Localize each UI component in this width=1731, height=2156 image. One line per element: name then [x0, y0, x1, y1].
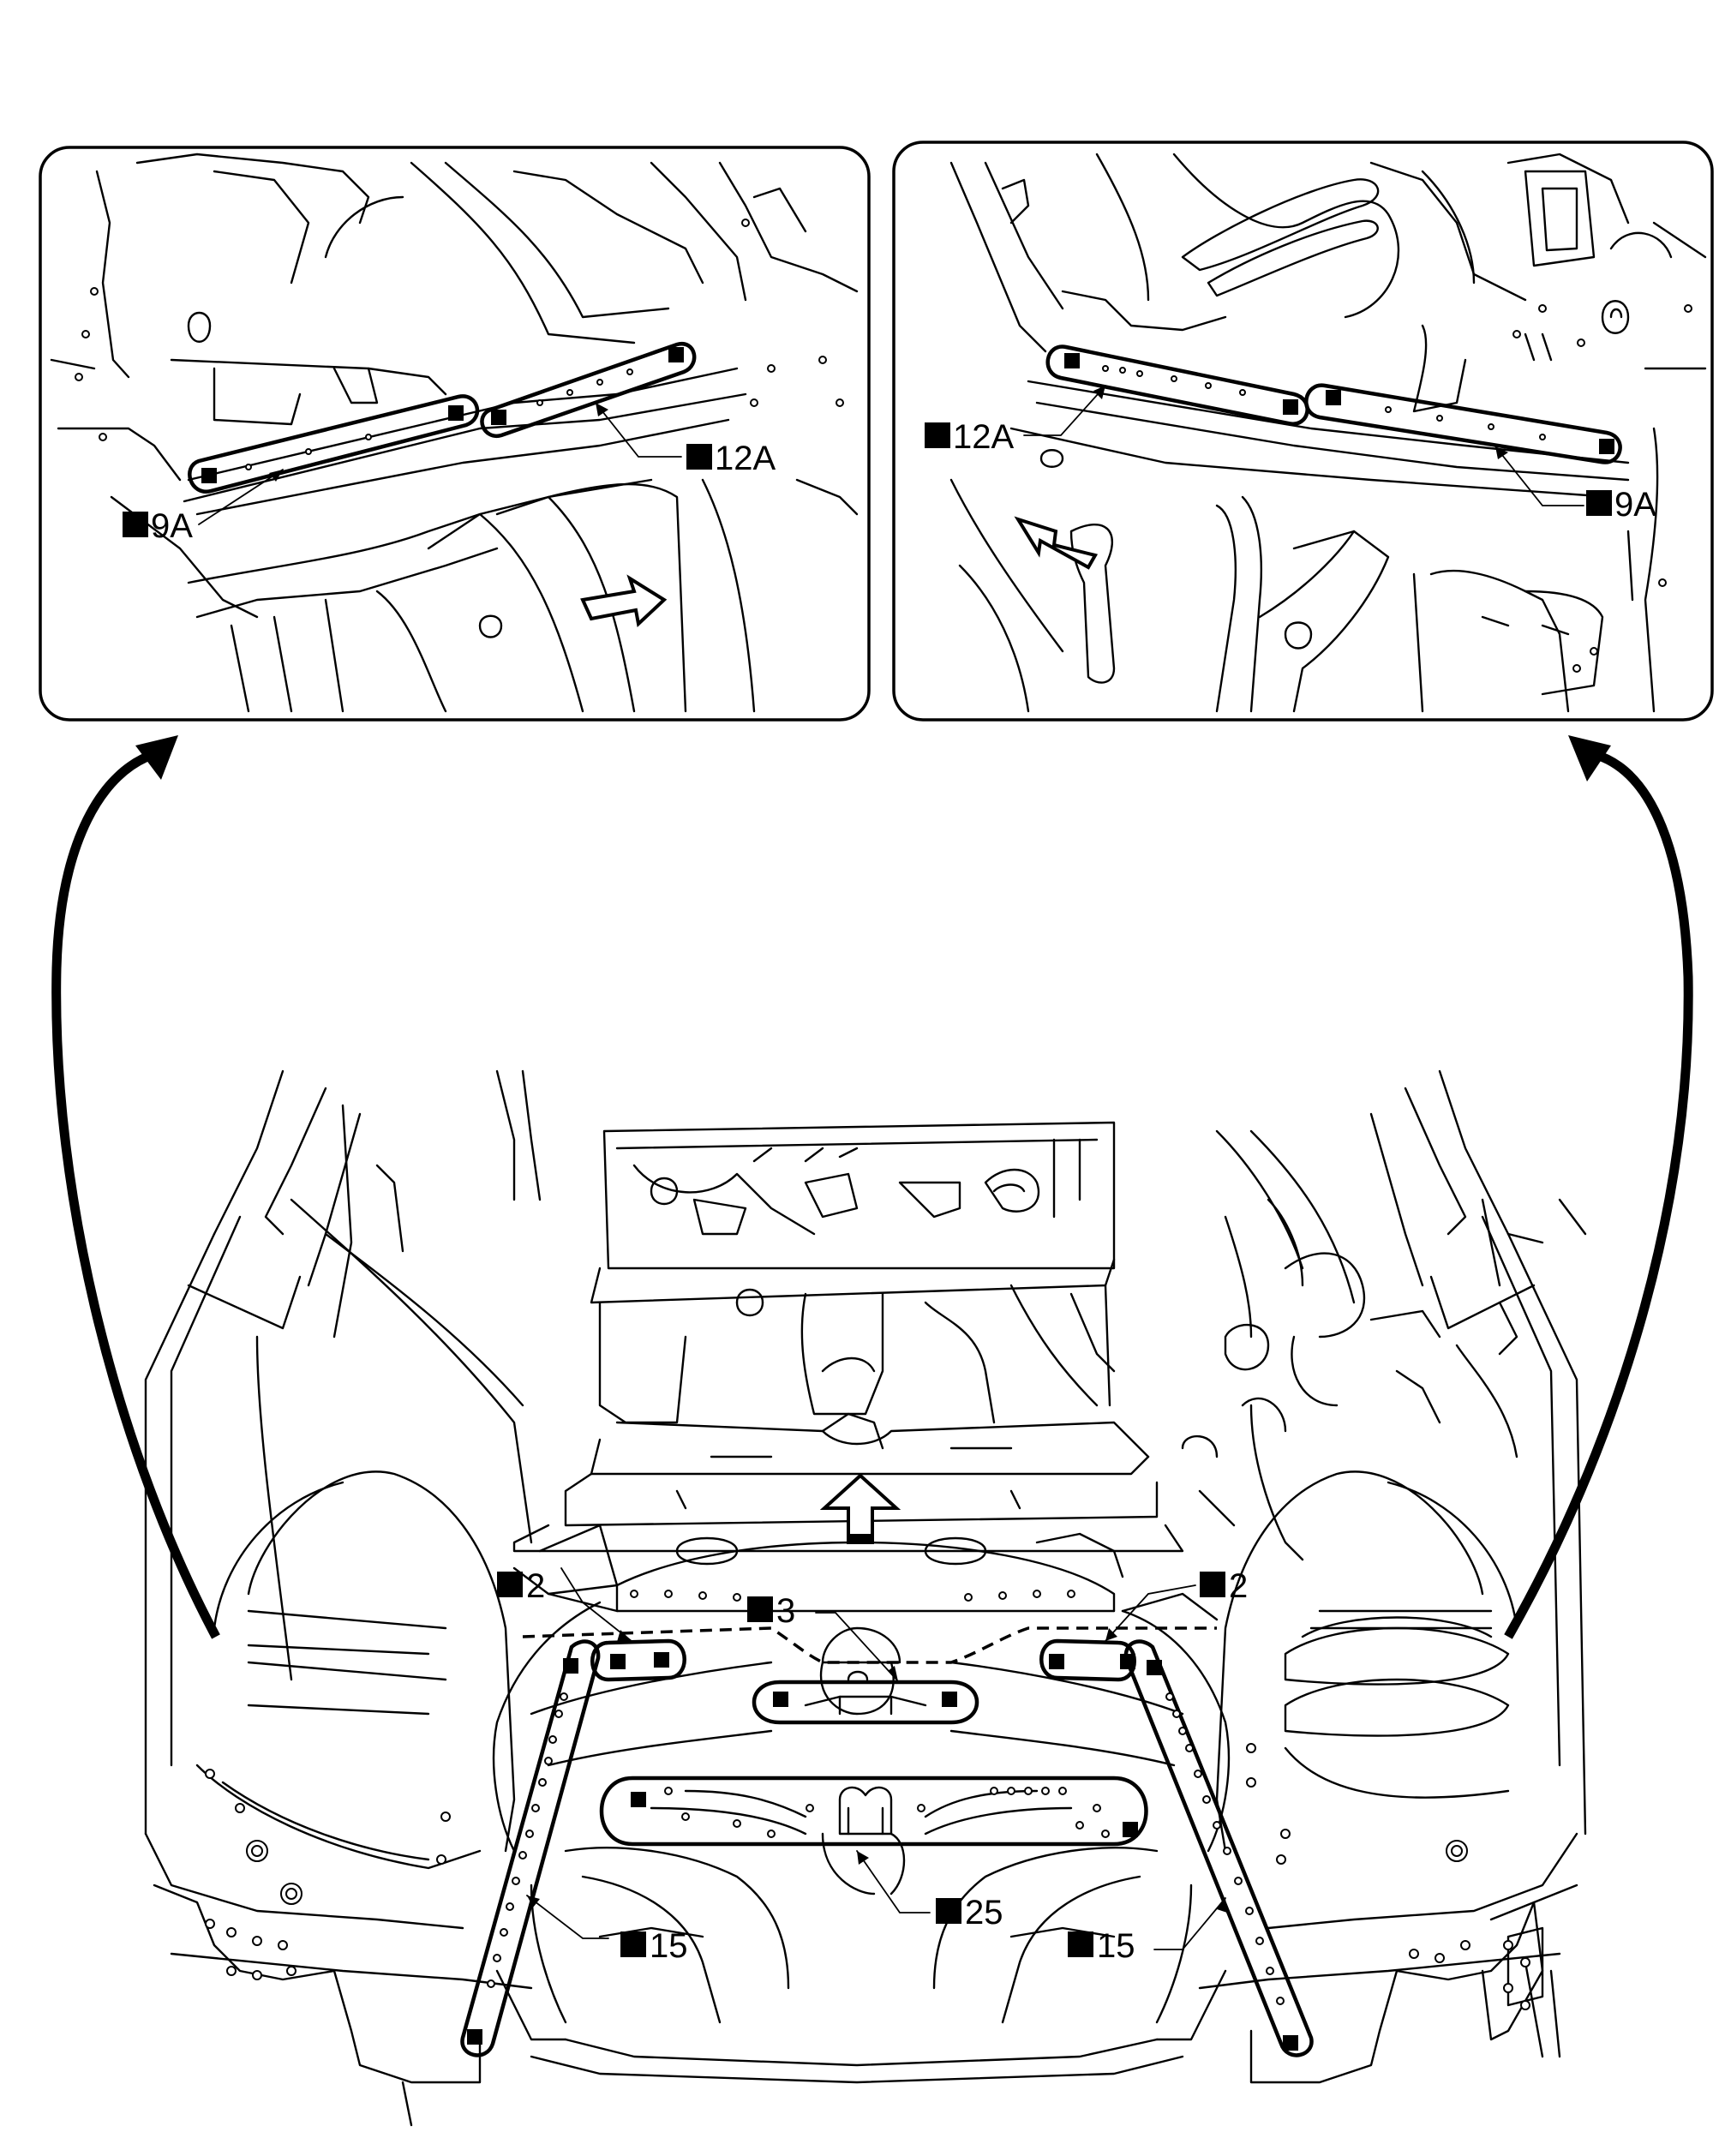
weld-zone-3 — [752, 1680, 979, 1725]
callout-square-icon — [747, 1596, 773, 1622]
callout-square-icon — [925, 422, 950, 448]
callout-12a-right-label: 12A — [953, 418, 1014, 456]
weld-zone-9a-left — [188, 394, 480, 494]
weld-zone-15-right — [1123, 1639, 1314, 2057]
direction-arrow-icon — [1014, 516, 1099, 570]
direction-arrow-icon — [580, 574, 668, 627]
callout-15-left-label: 15 — [650, 1927, 688, 1965]
callout-3-label: 3 — [776, 1592, 795, 1630]
callout-square-icon — [686, 444, 712, 470]
curved-arrow-to-left-inset-icon — [51, 749, 220, 1639]
callout-square-icon — [1200, 1572, 1225, 1597]
callout-square-icon — [1068, 1931, 1093, 1957]
curved-arrow-to-right-inset-icon — [1504, 749, 1693, 1639]
right-inset-body-structure — [949, 153, 1707, 713]
callout-15-right-label: 15 — [1097, 1927, 1135, 1965]
weld-zone-2-right — [1039, 1638, 1136, 1682]
right-inset-frame — [892, 141, 1714, 722]
weld-zone-2-left — [590, 1638, 686, 1682]
callout-12a-left-label: 12A — [715, 440, 776, 477]
left-inset-body-structure — [50, 153, 859, 713]
pointer-arrows — [51, 735, 1693, 1639]
up-arrow-icon — [819, 1473, 901, 1544]
callout-9a-right-label: 9A — [1614, 486, 1656, 524]
callout-2-right-label: 2 — [1229, 1567, 1248, 1605]
left-inset-frame — [39, 146, 871, 722]
callout-square-icon — [497, 1572, 523, 1597]
left-detail-inset: 9A 12A — [39, 146, 871, 722]
weld-zone-9a-right — [1304, 383, 1622, 464]
callout-9a-left-label: 9A — [151, 507, 193, 545]
main-holes — [205, 1590, 1530, 2010]
callout-square-icon — [1586, 490, 1612, 516]
main-rear-floor-view: 2 2 3 25 15 15 — [144, 1069, 1587, 2127]
right-detail-inset: 12A 9A — [892, 141, 1714, 722]
callout-square-icon — [123, 512, 148, 537]
callout-square-icon — [620, 1931, 646, 1957]
callout-25-label: 25 — [965, 1894, 1003, 1931]
weld-zone-25 — [599, 1776, 1148, 1847]
callout-2-left-label: 2 — [526, 1567, 545, 1605]
weld-zone-12a-left — [480, 342, 697, 439]
callout-square-icon — [936, 1898, 961, 1924]
weld-zone-15-left — [460, 1639, 601, 2057]
dashed-reference-line — [522, 1626, 1217, 1664]
